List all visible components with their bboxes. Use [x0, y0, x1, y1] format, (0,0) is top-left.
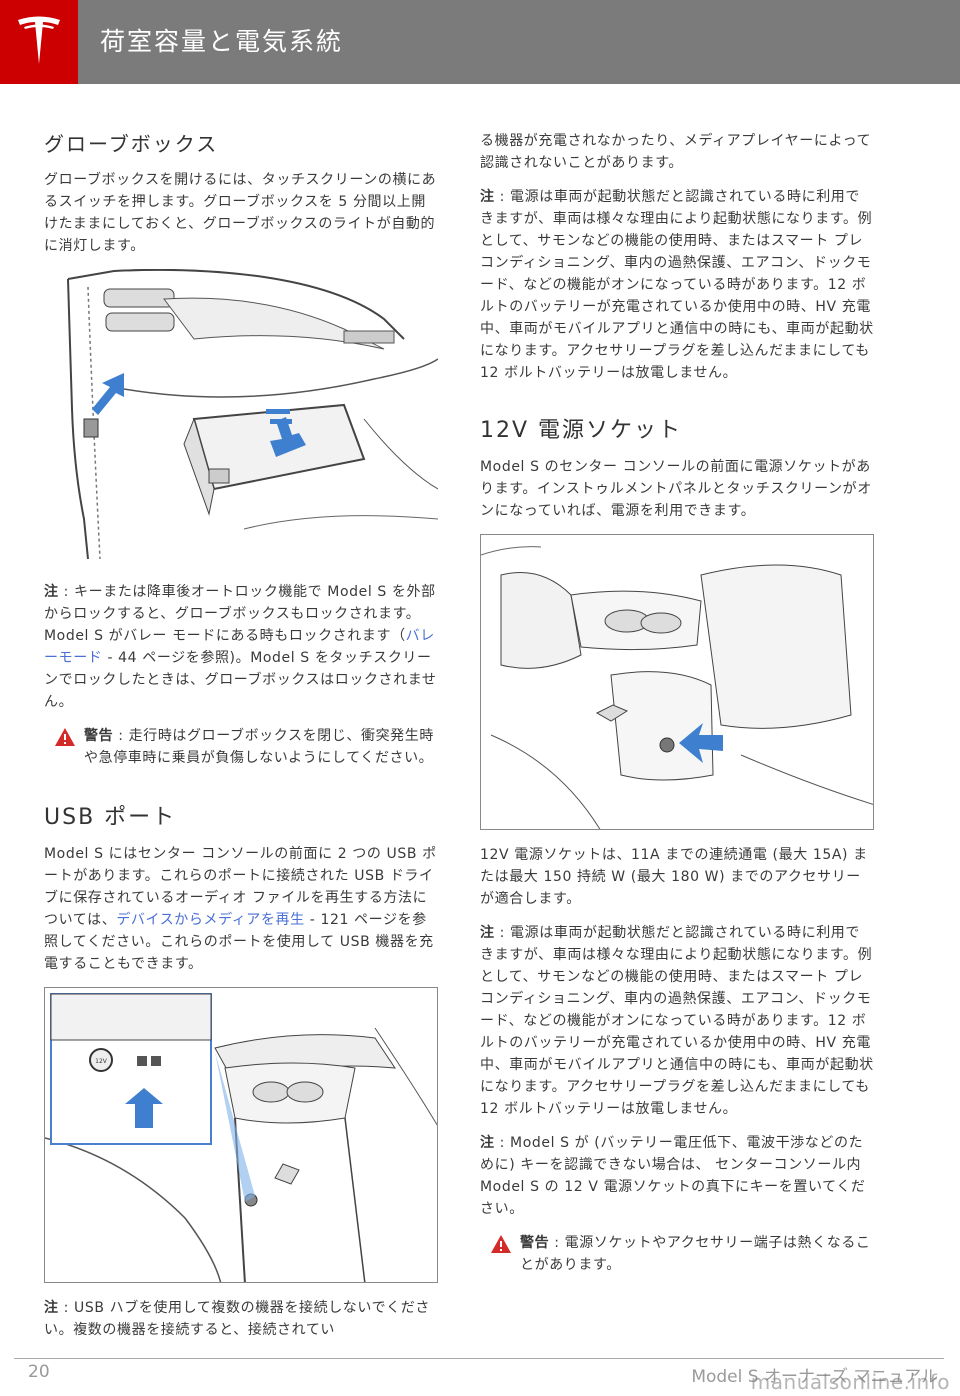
- tesla-logo-icon: [18, 16, 60, 64]
- media-playback-link[interactable]: デバイスからメディアを再生: [116, 912, 305, 928]
- note-socket-power: 注 : 電源は車両が起動状態だと認識されている時に利用できますが、車両は様々な理…: [480, 925, 874, 1117]
- right-column: る機器が充電されなかったり、メディアプレイヤーによって認識されないことがあります…: [480, 130, 874, 1290]
- usb-body: Model S にはセンター コンソールの前面に 2 つの USB ポートがあり…: [44, 846, 437, 972]
- glovebox-heading: グローブボックス: [44, 132, 219, 156]
- page-title: 荷室容量と電気系統: [100, 27, 344, 56]
- socket-rating: 12V 電源ソケットは、11A までの連続通電 (最大 15A) または最大 1…: [480, 847, 868, 907]
- left-column: グローブボックス グローブボックスを開けるには、タッチスクリーンの横にあるスイッ…: [44, 128, 438, 1353]
- brand-logo-box: [0, 0, 78, 84]
- socket-illustration: [480, 534, 874, 830]
- page-header: 荷室容量と電気系統: [0, 0, 960, 84]
- warning-triangle-icon: [491, 1235, 511, 1253]
- note-key-placement: 注 : Model S が (バッテリー電圧低下、電波干渉などのために) キーを…: [480, 1135, 866, 1217]
- usb-heading: USB ポート: [44, 805, 177, 830]
- warning-socket-hot: 警告 : 電源ソケットやアクセサリー端子は熱くなることがあります。: [480, 1232, 874, 1276]
- glovebox-illustration: [44, 269, 438, 559]
- footer-manual-title: Model S オーナーズ マニュアル: [691, 1367, 938, 1387]
- socket-body: Model S のセンター コンソールの前面に電源ソケットがあります。インストゥ…: [480, 459, 872, 519]
- socket-12v-label: 12V: [95, 1058, 108, 1065]
- warning-triangle-icon: [55, 728, 75, 746]
- note-usb-hub: 注 : USB ハブを使用して複数の機器を接続しないでください。複数の機器を接続…: [44, 1300, 430, 1338]
- usb-ports-illustration: 12V: [44, 987, 438, 1283]
- watermark: manualsonline.info: [750, 1370, 950, 1394]
- note-power-availability: 注 : 電源は車両が起動状態だと認識されている時に利用できますが、車両は様々な理…: [480, 189, 874, 381]
- footer-divider: [14, 1358, 944, 1359]
- usb-note-continued: る機器が充電されなかったり、メディアプレイヤーによって認識されないことがあります…: [480, 133, 872, 171]
- glovebox-body: グローブボックスを開けるには、タッチスクリーンの横にあるスイッチを押します。グロ…: [44, 172, 437, 254]
- page-number: 20: [28, 1362, 50, 1382]
- note-glovebox-lock: 注 : キーまたは降車後オートロック機能で Model S を外部からロックする…: [44, 584, 437, 710]
- valet-mode-link[interactable]: バレーモード: [44, 628, 435, 666]
- socket-heading: 12V 電源ソケット: [480, 418, 683, 443]
- warning-glovebox: 警告 : 走行時はグローブボックスを閉じ、衝突発生時や急停車時に乗員が負傷しない…: [44, 725, 438, 769]
